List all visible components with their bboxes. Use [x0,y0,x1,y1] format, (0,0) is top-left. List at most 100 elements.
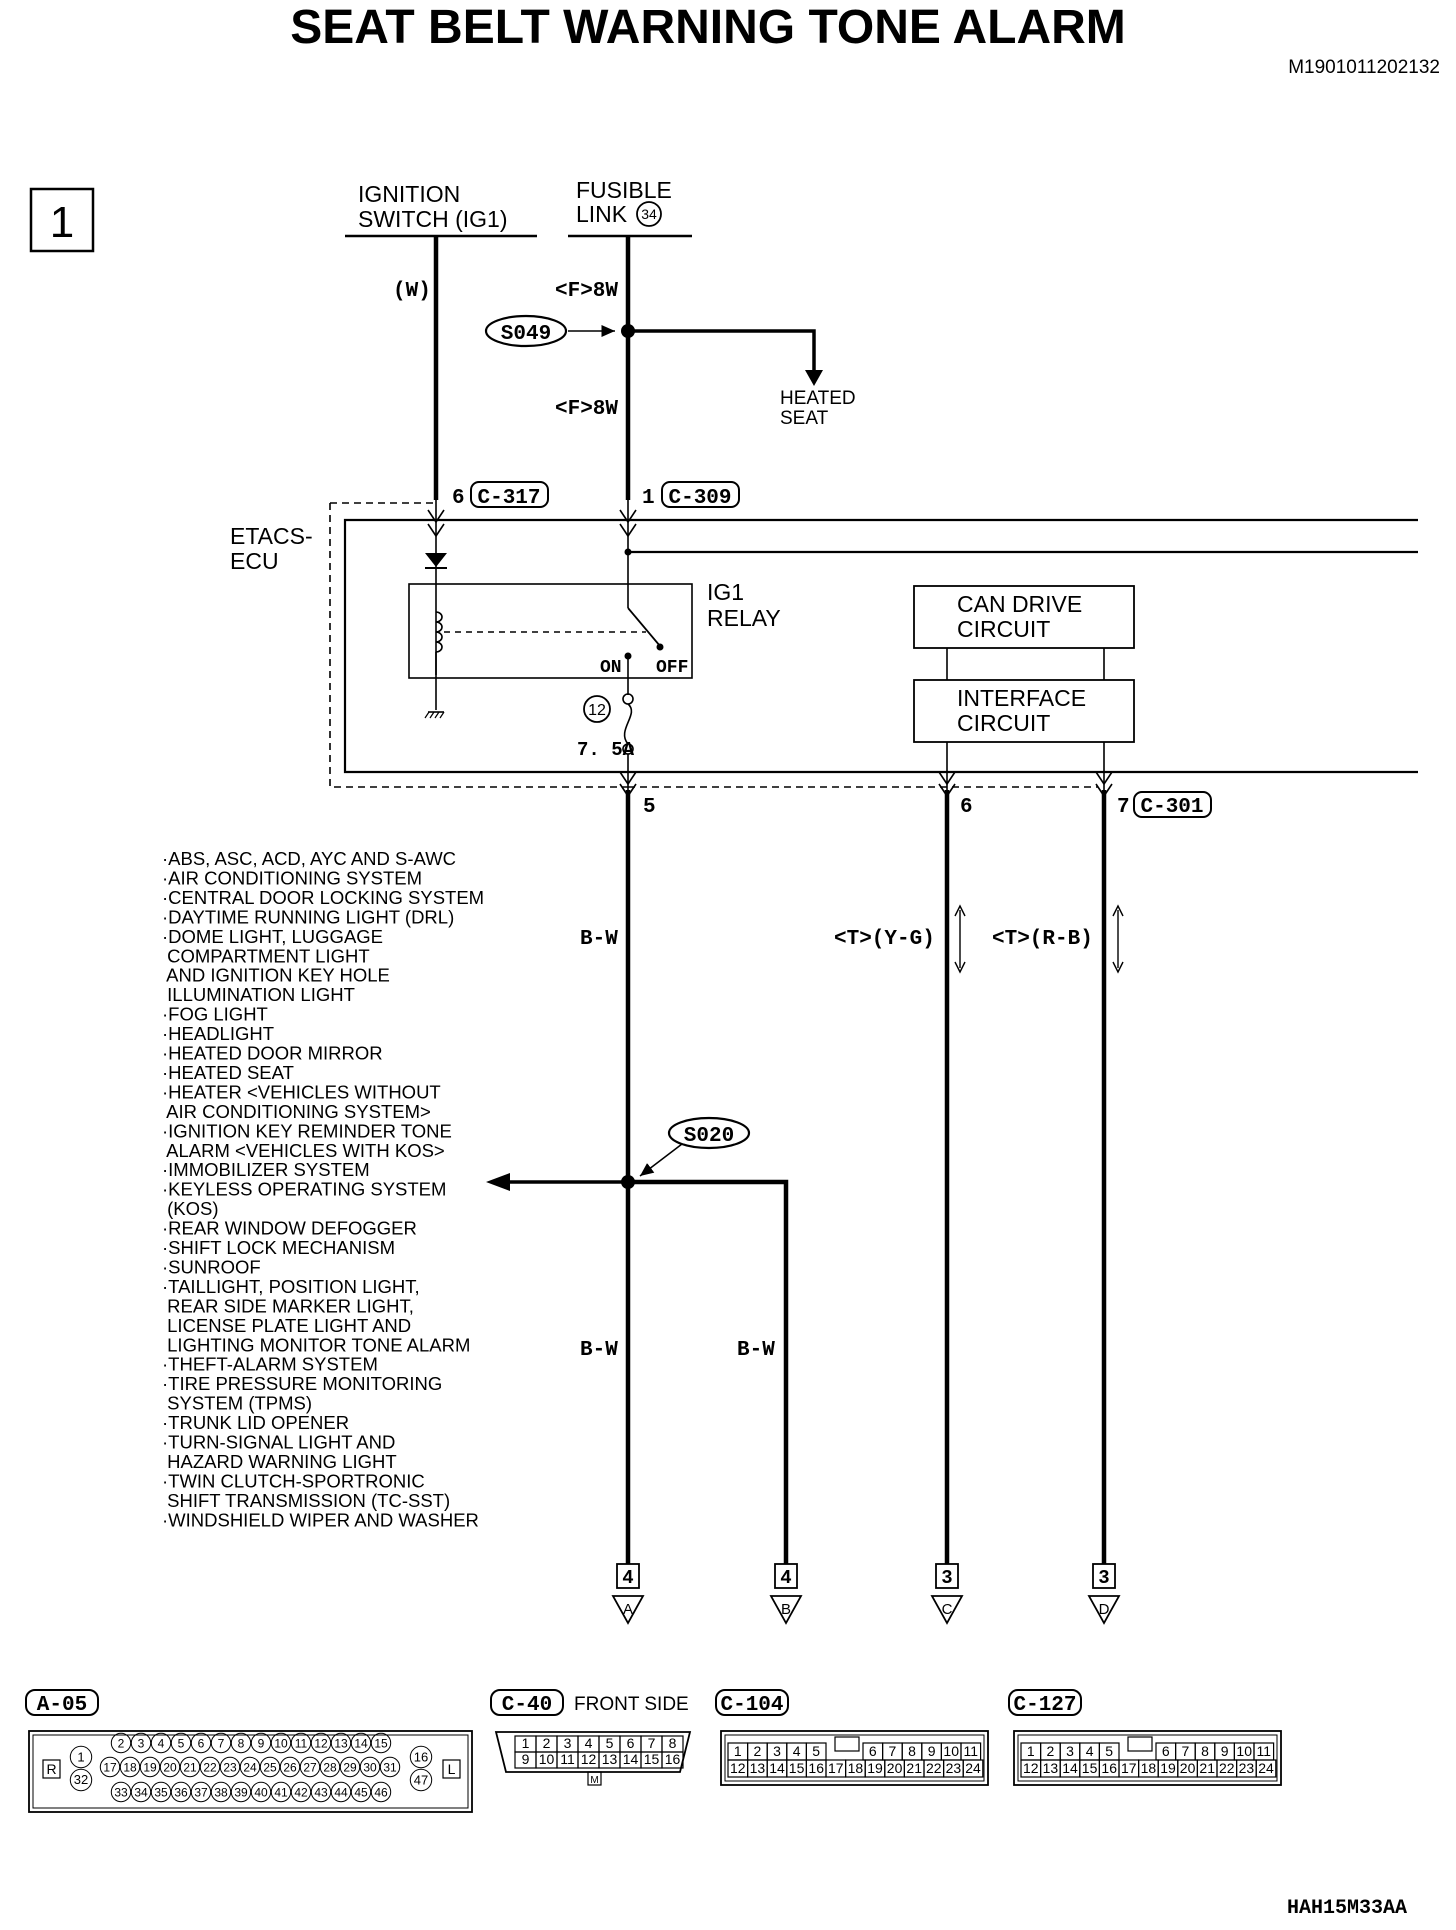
svg-text:8: 8 [1201,1743,1209,1759]
svg-text:6: 6 [452,487,465,510]
system-item: ·SHIFT LOCK MECHANISM [162,1237,395,1258]
system-item: ALARM <VEHICLES WITH KOS> [162,1140,445,1161]
svg-text:C-317: C-317 [477,487,540,510]
svg-text:7: 7 [889,1743,897,1759]
svg-text:12: 12 [1023,1760,1039,1776]
svg-text:29: 29 [343,1761,357,1775]
pin-6-label: 6 [960,796,973,819]
bidirectional-arrow-icon [954,904,966,974]
svg-text:13: 13 [1043,1760,1059,1776]
svg-text:2: 2 [754,1743,762,1759]
svg-text:9: 9 [258,1737,265,1751]
svg-text:14: 14 [1062,1760,1078,1776]
system-item: SYSTEM (TPMS) [162,1393,312,1414]
system-item: COMPARTMENT LIGHT [162,945,370,966]
svg-text:5: 5 [178,1737,185,1751]
svg-text:43: 43 [314,1786,328,1800]
system-item: REAR SIDE MARKER LIGHT, [162,1295,414,1316]
system-item: ·CENTRAL DOOR LOCKING SYSTEM [162,887,484,908]
svg-text:3: 3 [1098,1567,1109,1589]
arrow-to-systems-icon [486,1173,510,1191]
offpage-connector: 4A [611,1563,645,1625]
sheet-number: 1 [50,198,74,247]
svg-text:IGNITION: IGNITION [358,181,460,207]
fuse-rating: 7. 5A [577,739,635,761]
svg-text:15: 15 [374,1737,388,1751]
document-code: M1901011202132 [1288,57,1440,78]
svg-text:5: 5 [1105,1743,1113,1759]
connector-c309: 1 C-309 [642,481,740,510]
svg-text:HEATED: HEATED [780,388,856,409]
svg-text:16: 16 [414,1750,428,1765]
svg-text:10: 10 [539,1751,555,1767]
system-item: ·TWIN CLUTCH-SPORTRONIC [162,1470,425,1491]
system-item: ·DAYTIME RUNNING LIGHT (DRL) [162,906,454,927]
system-item: ·DOME LIGHT, LUGGAGE [162,926,383,947]
svg-text:13: 13 [750,1760,766,1776]
sheet-number-box [29,187,95,253]
wire-label-w: (W) [393,280,431,303]
svg-text:6: 6 [1162,1743,1170,1759]
svg-text:23: 23 [946,1760,962,1776]
etacs-dashed-outline [329,502,628,788]
svg-text:40: 40 [254,1786,268,1800]
ig1-relay-label: IG1 RELAY [707,579,781,631]
system-item: ·SUNROOF [162,1257,261,1278]
wire-label-bw-right: B-W [737,1339,775,1362]
svg-text:4: 4 [622,1567,633,1589]
wire-label-bw-left: B-W [580,1339,618,1362]
svg-text:2: 2 [1047,1743,1055,1759]
svg-text:21: 21 [183,1761,197,1775]
svg-text:8: 8 [238,1737,245,1751]
svg-text:2: 2 [118,1737,125,1751]
svg-text:17: 17 [828,1760,844,1776]
svg-text:18: 18 [123,1761,137,1775]
etacs-ecu-label: ETACS- [230,523,313,549]
svg-text:C-309: C-309 [668,487,731,510]
etacs-ecu-box [343,518,1418,774]
svg-text:19: 19 [867,1760,883,1776]
fuse-number: 12 [588,702,606,719]
svg-text:15: 15 [1082,1760,1098,1776]
svg-text:9: 9 [928,1743,936,1759]
system-item: ·HEATED SEAT [162,1062,294,1083]
system-item: ·TURN-SIGNAL LIGHT AND [162,1432,395,1453]
ignition-switch-label: IGNITION SWITCH (IG1) [358,181,508,232]
svg-text:4: 4 [585,1735,593,1751]
connector-c317: 6 C-317 [452,481,549,510]
svg-text:22: 22 [1219,1760,1235,1776]
system-item: AIR CONDITIONING SYSTEM> [162,1101,431,1122]
svg-text:5: 5 [606,1735,614,1751]
svg-text:SWITCH (IG1): SWITCH (IG1) [358,206,508,232]
svg-text:14: 14 [354,1737,368,1751]
relay-coil-icon [435,611,443,653]
svg-text:12: 12 [314,1737,328,1751]
svg-text:3: 3 [1066,1743,1074,1759]
svg-text:23: 23 [1239,1760,1255,1776]
system-item: ·THEFT-ALARM SYSTEM [162,1354,378,1375]
system-item: AND IGNITION KEY HOLE [162,965,390,986]
fusible-link-label: FUSIBLE LINK 34 [576,177,672,227]
bidirectional-arrow-icon [1112,904,1124,974]
wire-label-yg: <T>(Y-G) [834,928,935,951]
svg-text:22: 22 [926,1760,942,1776]
wire-label-rb: <T>(R-B) [992,928,1093,951]
system-item: HAZARD WARNING LIGHT [162,1451,397,1472]
svg-text:22: 22 [203,1761,217,1775]
splice-s020: S020 [639,1116,751,1177]
diode-icon [425,553,447,567]
svg-text:24: 24 [965,1760,981,1776]
ground-icon [424,711,445,719]
svg-text:CAN DRIVE: CAN DRIVE [957,591,1082,617]
system-item: ILLUMINATION LIGHT [162,984,355,1005]
svg-text:11: 11 [295,1737,308,1751]
system-item: ·HEADLIGHT [162,1023,274,1044]
svg-text:C: C [942,1601,953,1618]
svg-text:L: L [448,1761,456,1777]
svg-text:1: 1 [522,1735,530,1751]
svg-text:RELAY: RELAY [707,605,781,631]
svg-text:23: 23 [223,1761,237,1775]
